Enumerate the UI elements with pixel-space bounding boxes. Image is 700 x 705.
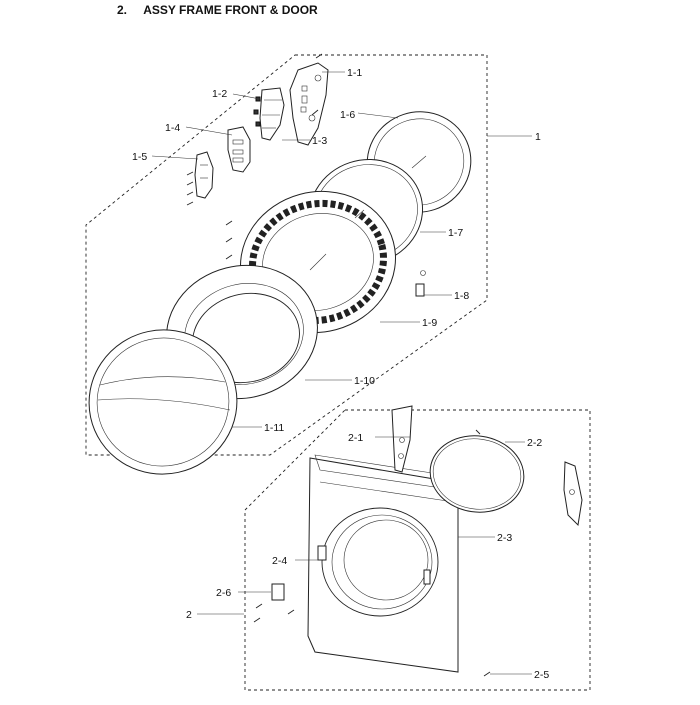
label-1-3: 1-3 — [312, 135, 327, 147]
label-2-5: 2-5 — [534, 669, 549, 681]
label-2: 2 — [186, 609, 192, 621]
label-1-2: 1-2 — [212, 88, 227, 100]
side-bracket — [563, 461, 583, 527]
part-1-1-hinge-plate — [289, 62, 329, 146]
label-2-3: 2-3 — [497, 532, 512, 544]
part-1-5-lock — [194, 151, 214, 199]
part-1-4-handle — [227, 126, 251, 173]
part-2-5-screw — [483, 671, 491, 677]
label-2-4: 2-4 — [272, 555, 287, 567]
part-1-3-hinge — [259, 87, 285, 141]
label-1-5: 1-5 — [132, 151, 147, 163]
screws-1-2 — [253, 96, 261, 127]
label-1-8: 1-8 — [454, 290, 469, 302]
door-assembly-boundary — [85, 54, 488, 456]
part-2-2-ring — [429, 429, 525, 513]
title-text: ASSY FRAME FRONT & DOOR — [143, 3, 318, 17]
label-1-9: 1-9 — [422, 317, 437, 329]
screws-1-5 — [186, 171, 194, 206]
label-1-1: 1-1 — [347, 67, 362, 79]
part-1-8-clip — [415, 270, 426, 297]
title-number: 2. — [117, 3, 128, 17]
label-1-6: 1-6 — [340, 109, 355, 121]
label-2-6: 2-6 — [216, 587, 231, 599]
frame-assembly-boundary — [244, 409, 591, 691]
label-1-4: 1-4 — [165, 122, 180, 134]
screws-1-1 — [311, 53, 323, 116]
part-2-1-hinge-bracket — [391, 405, 413, 473]
part-2-6-sensor — [253, 583, 295, 623]
label-1-10: 1-10 — [354, 375, 375, 387]
label-1-7: 1-7 — [448, 227, 463, 239]
diagram-title: 2. ASSY FRAME FRONT & DOOR — [117, 3, 318, 17]
label-2-1: 2-1 — [348, 432, 363, 444]
leader-lines — [151, 71, 532, 675]
screws-1-9 — [225, 220, 233, 260]
label-1-11: 1-11 — [264, 422, 284, 434]
label-1: 1 — [535, 131, 541, 143]
part-1-11-door-cover — [88, 329, 238, 475]
label-2-2: 2-2 — [527, 437, 542, 449]
